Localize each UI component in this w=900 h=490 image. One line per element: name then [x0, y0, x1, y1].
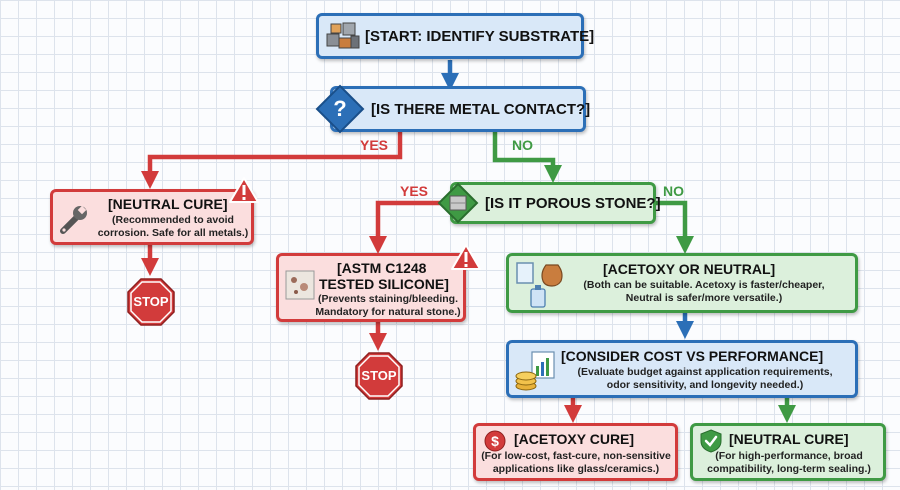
astm-title-1: [ASTM C1248: [337, 260, 427, 276]
stop-label-left: STOP: [133, 294, 169, 309]
porous-stone-node: [IS IT POROUS STONE?]: [450, 182, 661, 224]
acetoxy-or-neutral-desc-1: (Both can be suitable. Acetoxy is faster…: [583, 279, 825, 291]
acetoxy-or-neutral-title: [ACETOXY OR NEUTRAL]: [603, 261, 776, 277]
astm-desc-2: Mandatory for natural stone.): [315, 306, 461, 318]
svg-text:?: ?: [333, 96, 346, 121]
warning-icon: [451, 244, 481, 270]
question-diamond-icon: ?: [315, 84, 365, 134]
stop-sign-middle: STOP: [355, 352, 403, 400]
metal-contact-title: [IS THERE METAL CONTACT?]: [371, 101, 591, 118]
wrench-icon: [60, 205, 87, 234]
stone-diamond-icon: [437, 182, 479, 224]
start-node: [START: IDENTIFY SUBSTRATE]: [316, 13, 594, 59]
cost-vs-performance-title: [CONSIDER COST VS PERFORMANCE]: [561, 348, 824, 364]
stop-octagon-icon: [355, 352, 403, 400]
metal-contact-node: [IS THERE METAL CONTACT?]: [330, 86, 590, 132]
neutral-cure-desc-1: (For high-performance, broad: [715, 450, 863, 462]
acetoxy-or-neutral-node: [ACETOXY OR NEUTRAL] (Both can be suitab…: [506, 253, 858, 313]
acetoxy-cure-desc-1: (For low-cost, fast-cure, non-sensitive: [481, 450, 671, 462]
astm-silicone-node: [ASTM C1248 TESTED SILICONE] (Prevents s…: [276, 253, 466, 322]
warning-icon: [229, 177, 259, 203]
neutral-cure-metal-title: [NEUTRAL CURE]: [108, 196, 228, 212]
stone-no-label: NO: [663, 183, 684, 199]
neutral-cure-desc-2: compatibility, long-term sealing.): [707, 463, 871, 475]
astm-desc-1: (Prevents staining/bleeding.: [317, 293, 459, 305]
acetoxy-or-neutral-desc-2: Neutral is safer/more versatile.): [625, 292, 783, 304]
arrow-metal-yes: [141, 132, 403, 189]
acetoxy-cure-title: [ACETOXY CURE]: [514, 431, 635, 447]
stone-texture-icon: [285, 270, 315, 300]
coins-chart-icon: [515, 351, 555, 391]
neutral-cure-node: [NEUTRAL CURE] (For high-performance, br…: [690, 423, 886, 481]
dollar-coin-icon: $: [484, 430, 506, 452]
building-blocks-icon: [326, 22, 360, 49]
porous-stone-title: [IS IT POROUS STONE?]: [485, 195, 661, 212]
cost-vs-performance-desc-1: (Evaluate budget against application req…: [577, 366, 833, 378]
neutral-cure-metal-desc-1: (Recommended to avoid: [112, 214, 234, 226]
arrow-stone-yes: [369, 200, 440, 254]
stone-yes-label: YES: [400, 183, 429, 199]
neutral-cure-title: [NEUTRAL CURE]: [729, 431, 849, 447]
astm-title-2: TESTED SILICONE]: [319, 276, 449, 292]
start-title: [START: IDENTIFY SUBSTRATE]: [365, 28, 595, 45]
shield-check-icon: [700, 429, 722, 453]
cost-vs-performance-node: [CONSIDER COST VS PERFORMANCE] (Evaluate…: [506, 340, 858, 398]
neutral-cure-metal-node: [NEUTRAL CURE] (Recommended to avoid cor…: [50, 189, 254, 245]
svg-text:$: $: [491, 433, 499, 449]
neutral-cure-metal-desc-2: corrosion. Safe for all metals.): [97, 227, 249, 239]
acetoxy-cure-node: $ [ACETOXY CURE] (For low-cost, fast-cur…: [473, 423, 678, 481]
metal-yes-label: YES: [360, 137, 389, 153]
arrow-stone-no: [655, 200, 694, 254]
stop-label-middle: STOP: [361, 368, 397, 383]
stop-octagon-icon: [127, 278, 175, 326]
arrow-metal-no: [492, 132, 562, 183]
metal-no-label: NO: [512, 137, 533, 153]
glass-and-jar-icon: [516, 262, 563, 308]
cost-vs-performance-desc-2: odor sensitivity, and longevity needed.): [606, 379, 804, 391]
acetoxy-cure-desc-2: applications like glass/ceramics.): [492, 463, 660, 475]
stop-sign-left: STOP: [127, 278, 175, 326]
